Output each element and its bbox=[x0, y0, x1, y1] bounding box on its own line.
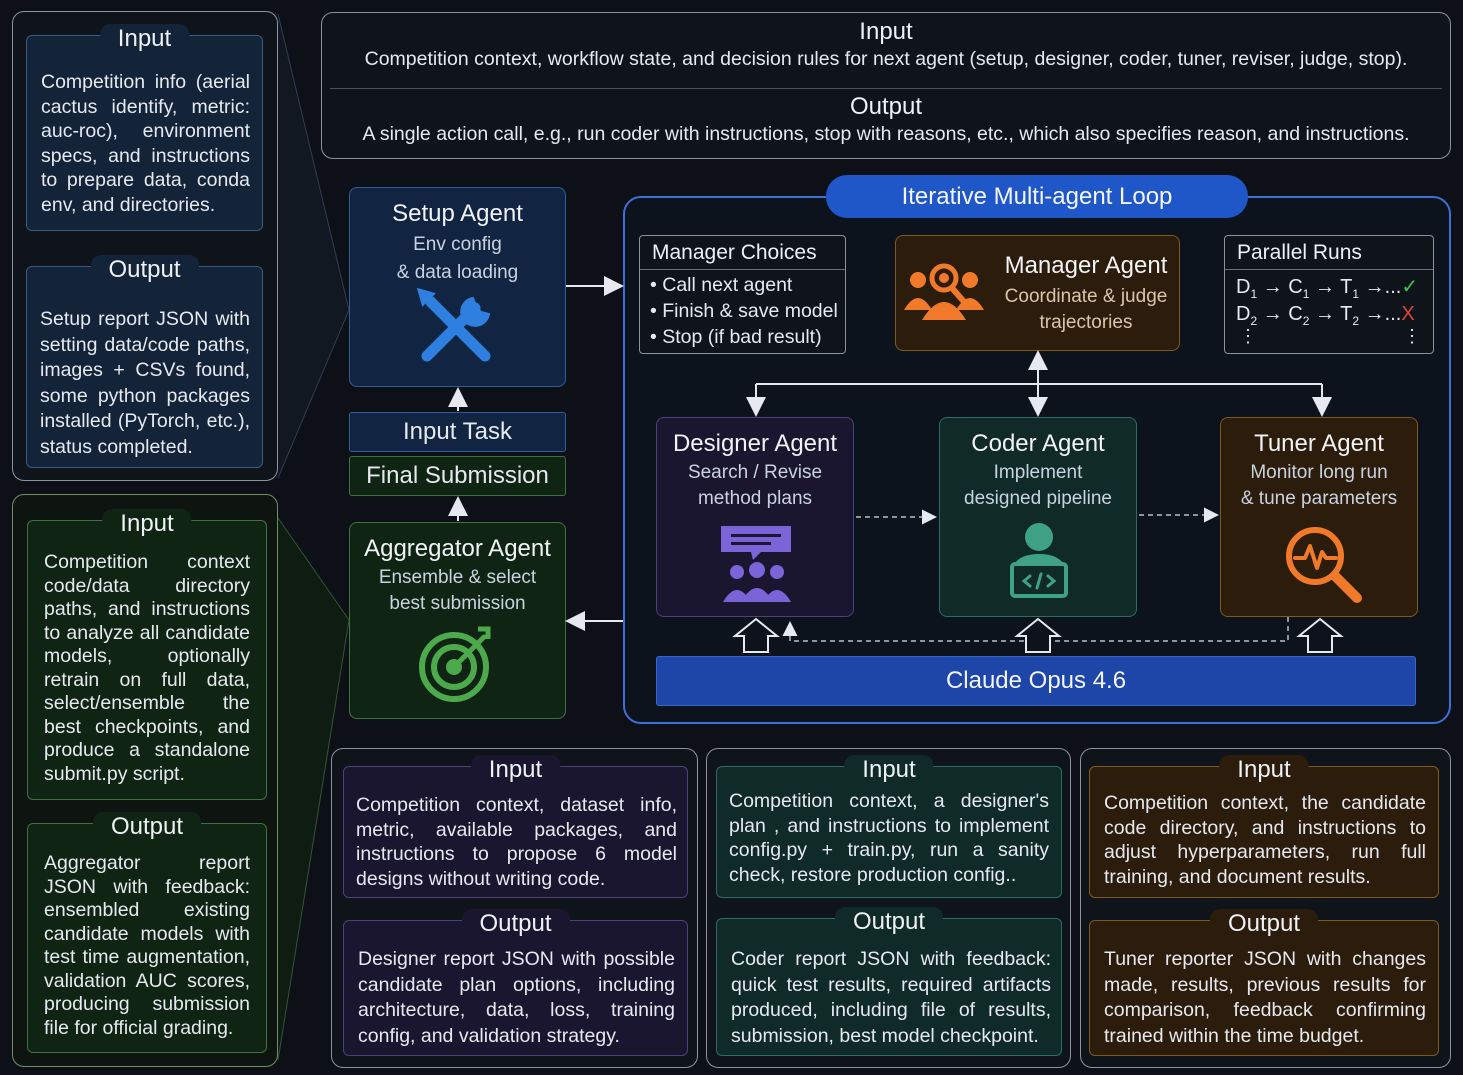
tuner-agent-name: Tuner Agent bbox=[1254, 430, 1384, 457]
top-divider bbox=[330, 88, 1442, 89]
setup-input-text: Competition info (aerial cactus identify… bbox=[41, 71, 250, 216]
setup-output-text: Setup report JSON with setting data/code… bbox=[40, 308, 250, 458]
setup-callout-wedge bbox=[277, 13, 350, 479]
aggregator-agent-sub1: Ensemble & select bbox=[378, 567, 537, 588]
coder-output-text: Coder report JSON with feedback: quick t… bbox=[731, 948, 1051, 1047]
check-icon: ✓ bbox=[1401, 276, 1419, 298]
loop-title: Iterative Multi-agent Loop bbox=[901, 183, 1173, 210]
coder-input-text: Competition context, a designer's plan ,… bbox=[729, 790, 1049, 886]
designer-input-card: Input Competition context, dataset info,… bbox=[343, 755, 688, 898]
coder-output-card: Output Coder report JSON with feedback: … bbox=[716, 907, 1062, 1056]
tuner-input-card: Input Competition context, the candidate… bbox=[1089, 755, 1439, 898]
final-submission-bar: Final Submission bbox=[349, 456, 566, 496]
top-io-panel: Input Competition context, workflow stat… bbox=[321, 12, 1451, 159]
coder-agent-sub1: Implement bbox=[993, 462, 1083, 483]
designer-output-title: Output bbox=[461, 909, 570, 939]
parallel-run-1: D1 → C1 → T1 →...✓ bbox=[1236, 276, 1419, 301]
setup-input-title: Input bbox=[99, 24, 190, 54]
designer-input-title: Input bbox=[470, 755, 561, 785]
vertical-ellipsis-right: ⋮ bbox=[1403, 326, 1421, 346]
manager-agent-name: Manager Agent bbox=[1004, 252, 1168, 279]
final-submission-label: Final Submission bbox=[366, 462, 549, 489]
vertical-ellipsis-left: ⋮ bbox=[1239, 326, 1257, 346]
tuner-input-text: Competition context, the candidate code … bbox=[1104, 792, 1426, 888]
aggregator-output-text: Aggregator report JSON with feedback: en… bbox=[44, 852, 250, 1039]
setup-output-card: Output Setup report JSON with setting da… bbox=[26, 255, 263, 468]
coder-agent-sub2: designed pipeline bbox=[964, 488, 1112, 509]
coder-input-card: Input Competition context, a designer's … bbox=[716, 755, 1062, 898]
tuner-agent-sub1: Monitor long run bbox=[1250, 462, 1388, 483]
coder-agent-name: Coder Agent bbox=[971, 430, 1105, 457]
designer-output-text: Designer report JSON with possible candi… bbox=[358, 948, 675, 1047]
top-input-title: Input bbox=[859, 18, 913, 45]
manager-choices-box: Manager Choices • Call next agent • Fini… bbox=[639, 235, 846, 354]
setup-agent-box: Setup Agent Env config & data loading bbox=[349, 187, 566, 387]
designer-input-text: Competition context, dataset info, metri… bbox=[356, 794, 677, 890]
claude-to-coder-arrow bbox=[1014, 617, 1062, 653]
manager-agent-box: Manager Agent Coordinate & judge traject… bbox=[895, 235, 1180, 351]
manager-choice-item: • Finish & save model bbox=[650, 300, 838, 322]
designer-agent-sub2: method plans bbox=[697, 488, 813, 509]
tuner-agent-sub2: & tune parameters bbox=[1240, 488, 1398, 509]
manager-agent-sub1: Coordinate & judge bbox=[1004, 286, 1168, 307]
parallel-run-2: D2 → C2 → T2 →...X bbox=[1236, 303, 1415, 328]
loop-title-bar: Iterative Multi-agent Loop bbox=[826, 175, 1248, 218]
input-task-label: Input Task bbox=[403, 418, 512, 445]
aggregator-input-title: Input bbox=[102, 509, 192, 539]
aggregator-agent-sub2: best submission bbox=[389, 593, 526, 614]
target-icon bbox=[419, 626, 491, 702]
top-output-text: A single action call, e.g., run coder wi… bbox=[362, 123, 1410, 145]
tuner-input-title: Input bbox=[1219, 755, 1309, 785]
designer-output-card: Output Designer report JSON with possibl… bbox=[343, 909, 688, 1056]
aggregator-agent-name: Aggregator Agent bbox=[364, 535, 551, 562]
tuner-output-text: Tuner reporter JSON with changes made, r… bbox=[1104, 948, 1426, 1047]
parallel-runs-header: Parallel Runs bbox=[1225, 236, 1433, 270]
aggregator-output-title: Output bbox=[92, 812, 202, 842]
claude-to-designer-arrow bbox=[732, 617, 780, 653]
manager-choice-item: • Call next agent bbox=[650, 274, 793, 296]
claude-to-tuner-arrow bbox=[1296, 617, 1344, 653]
claude-model-label: Claude Opus 4.6 bbox=[945, 667, 1127, 694]
setup-output-title: Output bbox=[90, 255, 199, 285]
coder-laptop-icon bbox=[1010, 523, 1068, 598]
input-task-bar: Input Task bbox=[349, 412, 566, 452]
manager-choices-header: Manager Choices bbox=[640, 236, 845, 270]
aggregator-output-card: Output Aggregator report JSON with feedb… bbox=[27, 812, 267, 1053]
team-icon bbox=[904, 263, 984, 320]
designer-agent-name: Designer Agent bbox=[672, 430, 838, 457]
setup-agent-sub1: Env config bbox=[413, 234, 502, 255]
monitor-magnifier-icon bbox=[1286, 527, 1362, 603]
aggregator-agent-box: Aggregator Agent Ensemble & select best … bbox=[349, 522, 566, 719]
aggregator-input-text: Competition context code/data directory … bbox=[44, 551, 250, 785]
tuner-output-title: Output bbox=[1209, 909, 1319, 939]
team-discussion-icon bbox=[721, 526, 791, 602]
aggregator-input-card: Input Competition context code/data dire… bbox=[27, 509, 267, 800]
setup-agent-name: Setup Agent bbox=[392, 200, 523, 227]
coder-input-title: Input bbox=[844, 755, 934, 785]
top-input-text: Competition context, workflow state, and… bbox=[364, 48, 1408, 70]
tuner-agent-box: Tuner Agent Monitor long run & tune para… bbox=[1220, 417, 1418, 617]
coder-output-title: Output bbox=[834, 907, 944, 937]
top-output-title: Output bbox=[849, 93, 923, 120]
parallel-runs-box: Parallel Runs D1 → C1 → T1 →...✓ D2 → C2… bbox=[1224, 235, 1434, 354]
setup-input-card: Input Competition info (aerial cactus id… bbox=[26, 24, 263, 231]
tuner-output-card: Output Tuner reporter JSON with changes … bbox=[1089, 909, 1439, 1056]
claude-model-bar: Claude Opus 4.6 bbox=[656, 656, 1416, 706]
aggregator-callout-wedge bbox=[277, 517, 350, 1061]
designer-agent-box: Designer Agent Search / Revise method pl… bbox=[656, 417, 854, 617]
designer-agent-sub1: Search / Revise bbox=[687, 462, 823, 483]
setup-agent-sub2: & data loading bbox=[396, 262, 519, 283]
manager-agent-sub2: trajectories bbox=[1039, 312, 1133, 333]
tools-icon bbox=[416, 287, 491, 362]
coder-agent-box: Coder Agent Implement designed pipeline bbox=[939, 417, 1137, 617]
cross-icon: X bbox=[1401, 303, 1415, 325]
manager-choice-item: • Stop (if bad result) bbox=[650, 326, 822, 348]
